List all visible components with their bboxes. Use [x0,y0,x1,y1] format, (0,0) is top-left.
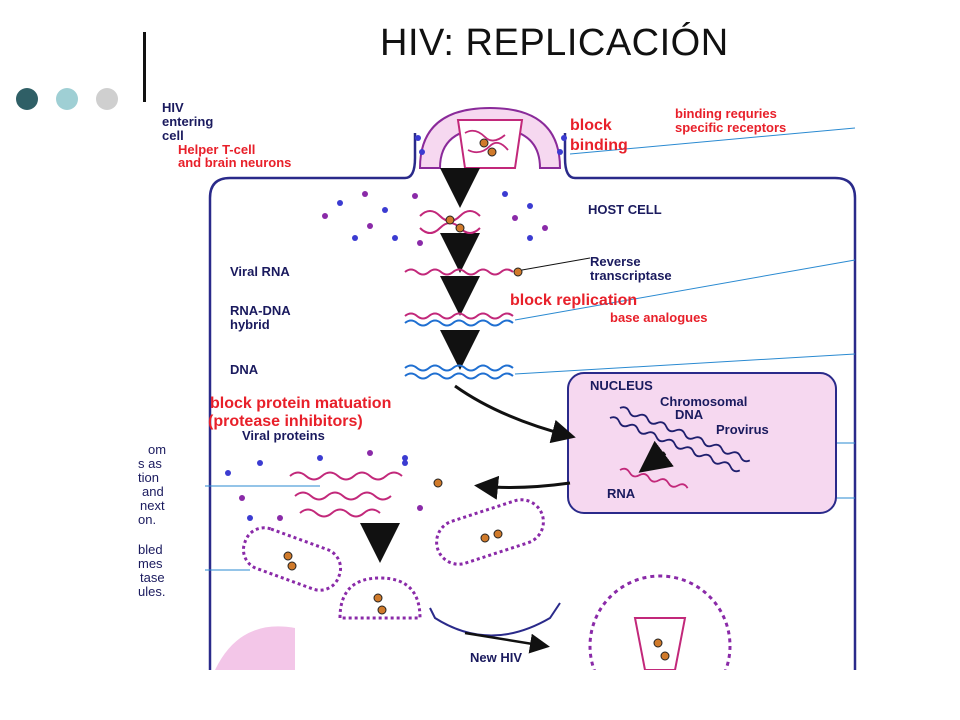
label-rna-dna-2: hybrid [230,317,270,332]
fragment-b-2: tase [140,570,165,585]
host-cell-membrane [208,133,857,670]
label-block-replication: block replication [510,292,637,309]
reverse-transcriptase-dot [513,267,523,277]
label-viral-rna: Viral RNA [230,264,290,279]
label-provirus: Provirus [716,422,769,437]
label-reverse-transcriptase-2: transcriptase [590,268,672,283]
fragment-a-5: on. [138,512,156,527]
label-reverse-transcriptase-1: Reverse [590,254,641,269]
label-binding-note-1: binding requries [675,106,777,121]
viral-protein-cluster [225,450,443,521]
bullet-dot-teal [56,88,78,110]
assembling-virion-left [241,526,343,592]
label-host-cell: HOST CELL [588,202,662,217]
fragment-b-1: mes [138,556,163,571]
label-target-cells-1: Helper T-cell [178,142,255,157]
fragment-b-3: ules. [138,584,165,599]
new-hiv-virion [588,574,732,718]
label-viral-proteins: Viral proteins [242,428,325,443]
uncoating-particles [322,191,548,246]
label-new-hiv: New HIV [470,650,522,665]
viral-rna-strand [404,268,514,276]
hiv-replication-diagram: HIV entering cell Helper T-cell and brai… [120,98,890,718]
pink-blob [215,626,295,670]
fragment-a-2: tion [138,470,159,485]
title-divider [143,32,146,102]
label-block-binding-1: block [570,117,612,134]
label-hiv-line2: entering [162,114,213,129]
label-nucleus: NUCLEUS [590,378,653,393]
fragment-b-0: bled [138,542,163,557]
bullet-dot-dark [16,88,38,110]
label-hiv-line3: cell [162,128,184,143]
label-chromosomal-2: DNA [675,407,704,422]
budding-virion [338,576,422,620]
label-base-analogues: base analogues [610,310,708,325]
slide-title: HIV: REPLICACIÓN [380,22,729,64]
label-chromosomal-1: Chromosomal [660,394,747,409]
label-block-protein-2: (protease inhibitors) [208,413,363,430]
label-rna-dna-1: RNA-DNA [230,303,291,318]
label-target-cells-2: and brain neurons [178,155,291,170]
label-rna: RNA [607,486,636,501]
fragment-a-1: s as [138,456,162,471]
assembling-virion-right [435,498,545,566]
label-block-protein-1: block protein matuation [210,395,391,412]
label-dna: DNA [230,362,259,377]
bullet-dot-gray [96,88,118,110]
fragment-a-3: and [142,484,164,499]
left-text-fragments-b: bled mes tase ules. [138,542,165,599]
fragment-a-4: next [140,498,165,513]
hiv-virion-top [418,106,562,169]
left-text-fragments-a: om s as tion and next on. [138,442,166,527]
label-hiv-line1: HIV [162,100,184,115]
label-binding-note-2: specific receptors [675,120,786,135]
label-block-binding-2: binding [570,137,628,154]
fragment-a-0: om [148,442,166,457]
